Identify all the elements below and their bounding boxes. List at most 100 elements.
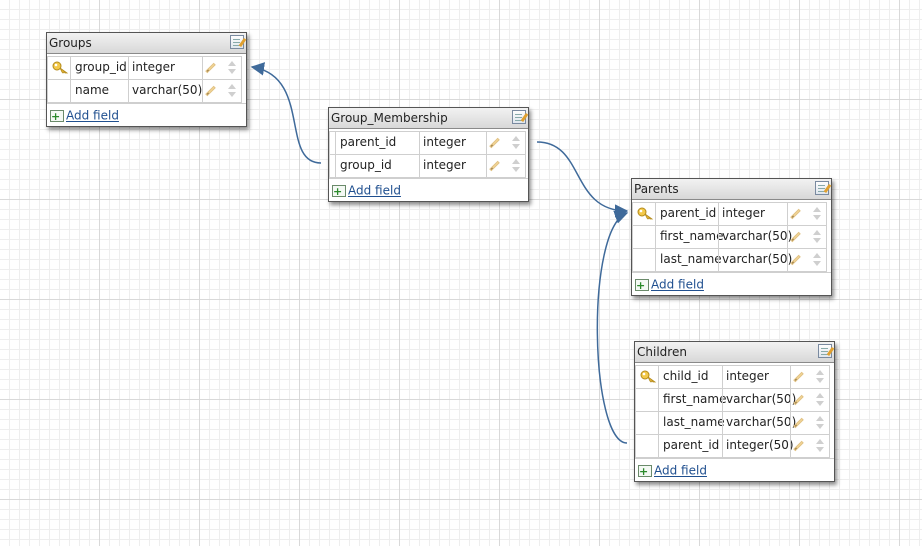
edit-field-icon[interactable] bbox=[793, 417, 804, 429]
edit-field-icon[interactable] bbox=[205, 62, 216, 74]
field-row[interactable]: parent_id integer bbox=[329, 131, 528, 155]
field-actions bbox=[202, 79, 242, 103]
edit-table-icon[interactable] bbox=[512, 110, 526, 124]
field-actions bbox=[790, 388, 830, 412]
add-field-link[interactable]: Add field bbox=[66, 108, 119, 123]
field-type: varchar(50) bbox=[718, 225, 792, 249]
add-field-icon[interactable] bbox=[635, 275, 649, 297]
reorder-arrows-icon[interactable] bbox=[512, 158, 520, 174]
key-cell bbox=[632, 202, 656, 226]
field-name: group_id bbox=[70, 56, 129, 80]
field-name: first_name bbox=[655, 225, 723, 249]
edit-field-icon[interactable] bbox=[489, 160, 500, 172]
field-row[interactable]: group_id integer bbox=[329, 154, 528, 178]
edit-field-icon[interactable] bbox=[793, 394, 804, 406]
add-field-row: Add field bbox=[635, 458, 834, 483]
table-title: Groups bbox=[49, 36, 92, 50]
field-actions bbox=[787, 202, 827, 226]
table-children[interactable]: Children child_id integer bbox=[634, 341, 835, 483]
table-groups[interactable]: Groups group_id integer bbox=[46, 32, 247, 128]
table-header[interactable]: Parents bbox=[632, 179, 831, 200]
key-cell bbox=[329, 154, 336, 178]
field-row[interactable]: parent_id integer bbox=[632, 202, 831, 226]
field-name: last_name bbox=[658, 411, 725, 435]
edit-field-icon[interactable] bbox=[790, 208, 801, 220]
reorder-arrows-icon[interactable] bbox=[816, 438, 824, 454]
key-cell bbox=[635, 388, 659, 412]
add-field-link[interactable]: Add field bbox=[654, 463, 707, 478]
edit-field-icon[interactable] bbox=[489, 137, 500, 149]
add-field-link[interactable]: Add field bbox=[348, 183, 401, 198]
field-type: integer bbox=[722, 365, 791, 389]
add-field-row: Add field bbox=[632, 272, 831, 297]
field-row[interactable]: child_id integer bbox=[635, 365, 834, 389]
reorder-arrows-icon[interactable] bbox=[813, 229, 821, 245]
edit-field-icon[interactable] bbox=[793, 371, 804, 383]
add-field-icon[interactable] bbox=[50, 106, 64, 128]
connector-membership-to-groups bbox=[250, 62, 322, 164]
field-actions bbox=[787, 225, 827, 249]
reorder-arrows-icon[interactable] bbox=[813, 252, 821, 268]
primary-key-icon bbox=[640, 370, 657, 383]
table-title: Parents bbox=[634, 182, 679, 196]
field-actions bbox=[202, 56, 242, 80]
field-row[interactable]: group_id integer bbox=[47, 56, 246, 80]
table-header[interactable]: Groups bbox=[47, 33, 246, 54]
table-parents[interactable]: Parents parent_id integer bbox=[631, 178, 832, 297]
field-row[interactable]: first_name varchar(50) bbox=[635, 388, 834, 412]
field-name: name bbox=[70, 79, 129, 103]
field-type: varchar(50) bbox=[722, 411, 796, 435]
field-actions bbox=[787, 248, 827, 272]
table-group-membership[interactable]: Group_Membership parent_id integer group… bbox=[328, 107, 529, 203]
field-name: parent_id bbox=[335, 131, 420, 155]
field-name: parent_id bbox=[655, 202, 719, 226]
field-name: last_name bbox=[655, 248, 722, 272]
add-field-row: Add field bbox=[329, 178, 528, 203]
table-title: Group_Membership bbox=[331, 111, 448, 125]
key-cell bbox=[635, 434, 659, 458]
key-cell bbox=[632, 225, 656, 249]
reorder-arrows-icon[interactable] bbox=[228, 83, 236, 99]
edit-field-icon[interactable] bbox=[790, 231, 801, 243]
table-header[interactable]: Group_Membership bbox=[329, 108, 528, 129]
edit-field-icon[interactable] bbox=[793, 440, 804, 452]
reorder-arrows-icon[interactable] bbox=[816, 415, 824, 431]
field-actions bbox=[486, 154, 526, 178]
field-actions bbox=[790, 434, 830, 458]
field-type: integer(50) bbox=[722, 434, 794, 458]
edit-field-icon[interactable] bbox=[790, 254, 801, 266]
field-row[interactable]: first_name varchar(50) bbox=[632, 225, 831, 249]
edit-table-icon[interactable] bbox=[815, 181, 829, 195]
add-field-link[interactable]: Add field bbox=[651, 277, 704, 292]
add-field-icon[interactable] bbox=[332, 181, 346, 203]
field-type: integer bbox=[419, 131, 487, 155]
field-name: parent_id bbox=[658, 434, 723, 458]
field-actions bbox=[486, 131, 526, 155]
reorder-arrows-icon[interactable] bbox=[816, 369, 824, 385]
field-row[interactable]: parent_id integer(50) bbox=[635, 434, 834, 458]
reorder-arrows-icon[interactable] bbox=[512, 135, 520, 151]
key-cell bbox=[47, 56, 71, 80]
field-type: integer bbox=[718, 202, 788, 226]
table-header[interactable]: Children bbox=[635, 342, 834, 363]
field-row[interactable]: last_name varchar(50) bbox=[632, 248, 831, 272]
connector-children-to-parents bbox=[596, 210, 629, 444]
table-title: Children bbox=[637, 345, 687, 359]
reorder-arrows-icon[interactable] bbox=[813, 206, 821, 222]
field-type: integer bbox=[419, 154, 487, 178]
reorder-arrows-icon[interactable] bbox=[228, 60, 236, 76]
edit-table-icon[interactable] bbox=[230, 35, 244, 49]
edit-table-icon[interactable] bbox=[818, 344, 832, 358]
edit-field-icon[interactable] bbox=[205, 85, 216, 97]
add-field-icon[interactable] bbox=[638, 461, 652, 483]
field-row[interactable]: name varchar(50) bbox=[47, 79, 246, 103]
key-cell bbox=[632, 248, 656, 272]
reorder-arrows-icon[interactable] bbox=[816, 392, 824, 408]
connector-membership-to-parents bbox=[536, 141, 629, 218]
key-cell bbox=[47, 79, 71, 103]
field-name: first_name bbox=[658, 388, 726, 412]
field-type: varchar(50) bbox=[718, 248, 792, 272]
field-type: varchar(50) bbox=[722, 388, 796, 412]
field-row[interactable]: last_name varchar(50) bbox=[635, 411, 834, 435]
